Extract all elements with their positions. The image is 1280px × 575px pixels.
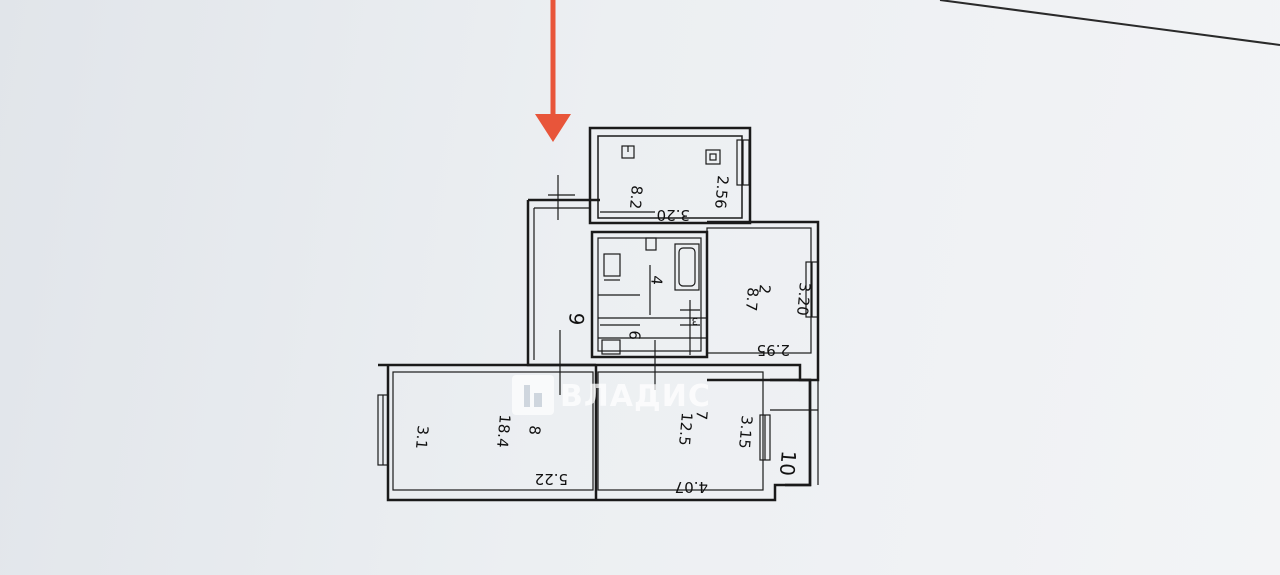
room8-width-label: 5.22 <box>535 470 568 488</box>
corridor-area-label: 6 <box>625 330 644 341</box>
room2-side-label: 3.20 <box>793 282 814 317</box>
room2-number-label: 2 <box>755 284 774 295</box>
paper-edge <box>939 0 1280 46</box>
balcony-depth-label: 2.56 <box>711 175 732 210</box>
room8-number-label: 8 <box>525 425 544 436</box>
door-marks <box>548 175 656 395</box>
room7-area-label: 12.5 <box>675 412 696 447</box>
fixtures <box>598 145 721 355</box>
room7-number-label: 7 <box>692 410 711 421</box>
kitchen-outline <box>588 126 752 225</box>
balcony-width-label: 3.20 <box>657 206 690 224</box>
sink-icon <box>705 149 721 165</box>
watermark-text: ВЛАДИС <box>560 379 711 414</box>
room7-width-label: 4.07 <box>675 478 708 496</box>
small-box-label: 3 <box>692 315 698 326</box>
room2-area-label: 8.7 <box>742 287 762 312</box>
hall-area-label: 9 <box>564 312 589 327</box>
bathtub-icon <box>674 243 700 291</box>
arrow-down-icon <box>535 0 571 142</box>
room-labels: 8.2 3.20 2.56 9 6 4 3 2 8.7 3.20 2.95 8 … <box>412 175 814 496</box>
room7-side-label: 3.15 <box>735 415 756 450</box>
room8-area-label: 18.4 <box>493 414 514 449</box>
room2-width-label: 2.95 <box>757 341 790 359</box>
watermark: ВЛАДИС <box>512 375 711 415</box>
bath-area-label: 4 <box>647 275 666 286</box>
washbasin-icon <box>645 237 657 251</box>
toilet-icon <box>603 253 621 277</box>
balcony-area-label: 8.2 <box>626 185 646 210</box>
loggia-number-label: 10 <box>775 450 801 477</box>
windows <box>377 139 819 466</box>
room8-side-label: 3.1 <box>412 425 432 450</box>
watermark-logo-icon <box>512 375 554 415</box>
